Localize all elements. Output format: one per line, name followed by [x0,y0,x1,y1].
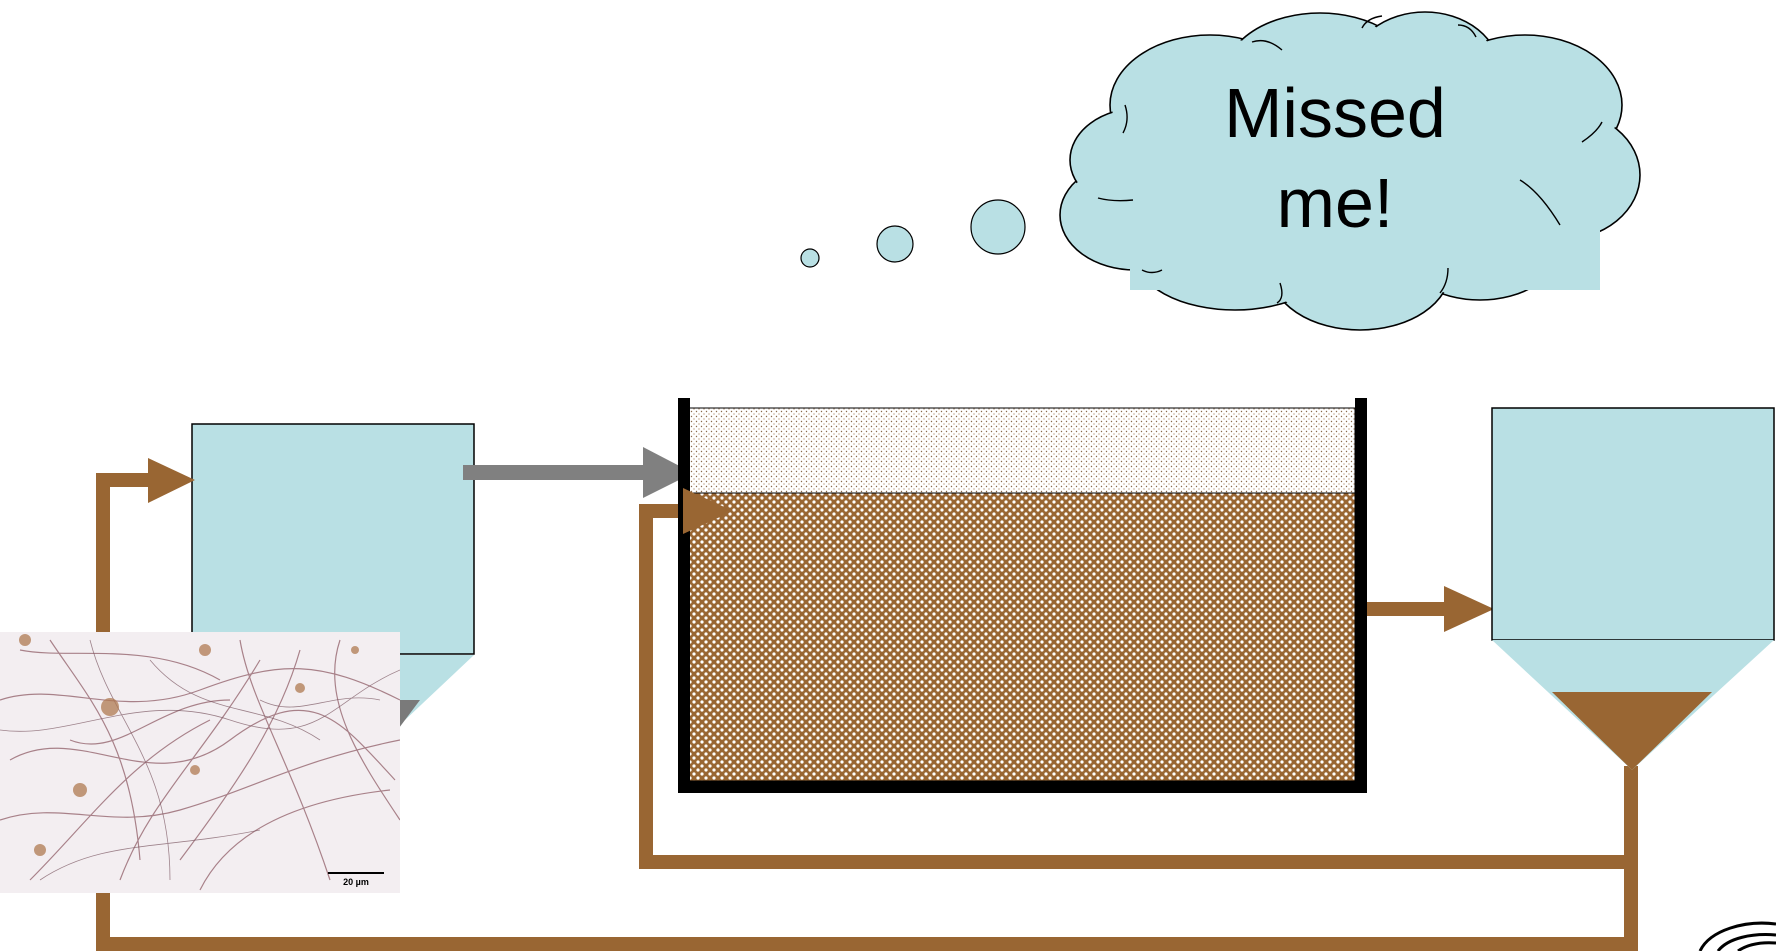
scale-bar [328,872,384,874]
thought-dot-large [971,200,1025,254]
thought-dot-medium [877,226,913,262]
secondary-clarifier [1492,408,1774,770]
aeration-surface-layer [688,408,1355,493]
basin-right-wall [1355,398,1367,790]
thought-cloud: Missed me! [1060,12,1640,330]
basin-left-wall [678,398,690,790]
filamentous-bacteria-micrograph: 20 µm [0,632,400,893]
scale-bar-label: 20 µm [343,877,369,887]
thought-text-line1: Missed [1224,74,1446,152]
primary-inlet-arrow [148,458,195,503]
basin-floor [678,781,1367,793]
thought-bubble: Missed me! [801,12,1640,330]
settled-sludge [1552,692,1712,770]
corner-logo [1700,923,1776,951]
aeration-basin [678,398,1367,793]
thought-dot-small [801,249,819,267]
basin-outlet-arrow [1367,586,1494,632]
thought-text-line2: me! [1277,164,1394,242]
influent-arrow [463,447,693,498]
aeration-mixed-liquor [688,493,1355,781]
